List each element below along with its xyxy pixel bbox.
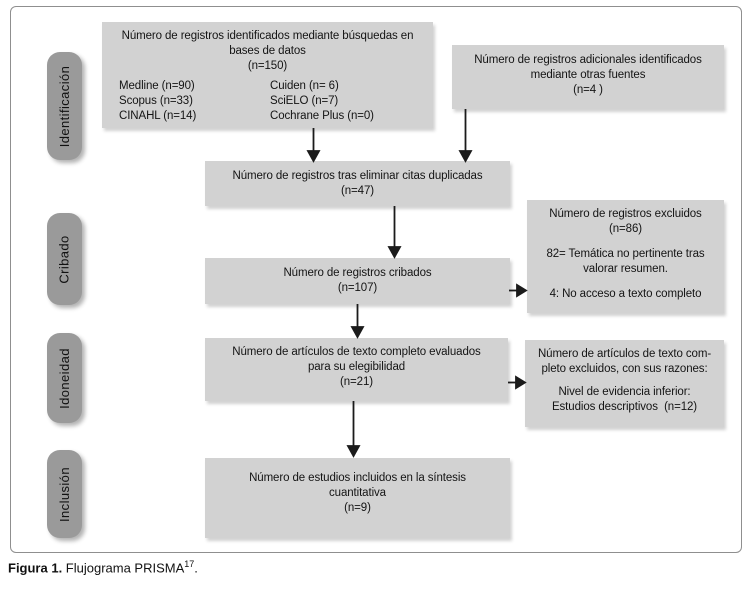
caption-period: . xyxy=(194,560,198,576)
stage-label-inclusion: Inclusión xyxy=(57,466,73,522)
box-excluded-fulltext: Número de artículos de texto com- pleto … xyxy=(525,340,724,427)
box-excl1-reason1-line1: 82= Temática no pertinente tras xyxy=(546,248,705,260)
stage-label-cribado: Cribado xyxy=(57,234,73,284)
source-cinahl: CINAHL (n=14) xyxy=(119,110,197,122)
source-scielo: SciELO (n=7) xyxy=(270,95,339,107)
caption-figure-number: Figura 1. xyxy=(8,560,63,576)
box-additional-line2: mediante otras fuentes xyxy=(530,69,646,81)
box-excl1-count: (n=86) xyxy=(609,223,642,235)
box-dedup-count: (n=47) xyxy=(341,185,374,197)
box-dedup-line1: Número de registros tras eliminar citas … xyxy=(232,170,483,182)
caption-reference-superscript: 17 xyxy=(184,559,195,569)
box-fulltext-assessed: Número de artículos de texto completo ev… xyxy=(205,338,508,401)
box-identified-line2: bases de datos xyxy=(229,45,306,57)
spacer xyxy=(525,377,724,385)
box-identified-line1: Número de registros identificados median… xyxy=(121,30,414,42)
box-additional-count: (n=4 ) xyxy=(573,84,603,96)
stage-label-identificacion: Identificación xyxy=(57,65,73,147)
box-excl2-reason-line1: Nivel de evidencia inferior: xyxy=(558,386,691,398)
box-excl1-line1: Número de registros excluidos xyxy=(549,208,702,220)
source-cochrane: Cochrane Plus (n=0) xyxy=(270,110,374,122)
stage-pill-idoneidad: Idoneidad xyxy=(47,333,82,423)
figure-caption: Figura 1. Flujograma PRISMA17. xyxy=(8,559,198,575)
box-included: Número de estudios incluidos en la sínte… xyxy=(205,458,510,538)
box-included-line1: Número de estudios incluidos en la sínte… xyxy=(249,472,466,484)
box-screened-line1: Número de registros cribados xyxy=(283,267,432,279)
box-additional-line1: Número de registros adicionales identifi… xyxy=(474,54,702,66)
box-included-line2: cuantitativa xyxy=(329,487,386,499)
box-identified-databases: Número de registros identificados median… xyxy=(102,22,433,128)
box-included-count: (n=9) xyxy=(344,502,371,514)
spacer xyxy=(527,277,724,287)
sources-column-right: Cuiden (n= 6) SciELO (n=7) Cochrane Plus… xyxy=(270,79,374,124)
stage-pill-cribado: Cribado xyxy=(47,213,82,305)
source-scopus: Scopus (n=33) xyxy=(119,95,193,107)
box-screened: Número de registros cribados (n=107) xyxy=(205,258,510,304)
source-medline: Medline (n=90) xyxy=(119,80,195,92)
box-identified-count: (n=150) xyxy=(247,60,288,72)
caption-text: Flujograma PRISMA xyxy=(62,560,185,576)
source-cuiden: Cuiden (n= 6) xyxy=(270,80,339,92)
stage-label-idoneidad: Idoneidad xyxy=(57,347,72,409)
box-screened-count: (n=107) xyxy=(337,282,378,294)
box-additional-sources: Número de registros adicionales identifi… xyxy=(452,45,724,109)
stage-pill-inclusion: Inclusión xyxy=(47,450,82,538)
box-excl2-reason-line2: Estudios descriptivos (n=12) xyxy=(551,401,698,413)
box-fulltext-count: (n=21) xyxy=(340,376,373,388)
box-fulltext-line2: para su elegibilidad xyxy=(307,361,406,373)
box-deduplicated: Número de registros tras eliminar citas … xyxy=(205,161,510,206)
box-excl2-line1: Número de artículos de texto com- xyxy=(537,348,712,360)
box-fulltext-line1: Número de artículos de texto completo ev… xyxy=(232,346,481,358)
box-excl1-reason2: 4: No acceso a texto completo xyxy=(549,288,702,300)
sources-column-left: Medline (n=90) Scopus (n=33) CINAHL (n=1… xyxy=(119,79,196,124)
box-excl1-reason1-line2: valorar resumen. xyxy=(583,263,668,275)
box-excl2-line2: pleto excluidos, con sus razones: xyxy=(541,363,708,375)
stage-pill-identificacion: Identificación xyxy=(47,52,82,160)
box-excluded-screening: Número de registros excluidos (n=86) 82=… xyxy=(527,200,724,313)
spacer xyxy=(527,237,724,247)
